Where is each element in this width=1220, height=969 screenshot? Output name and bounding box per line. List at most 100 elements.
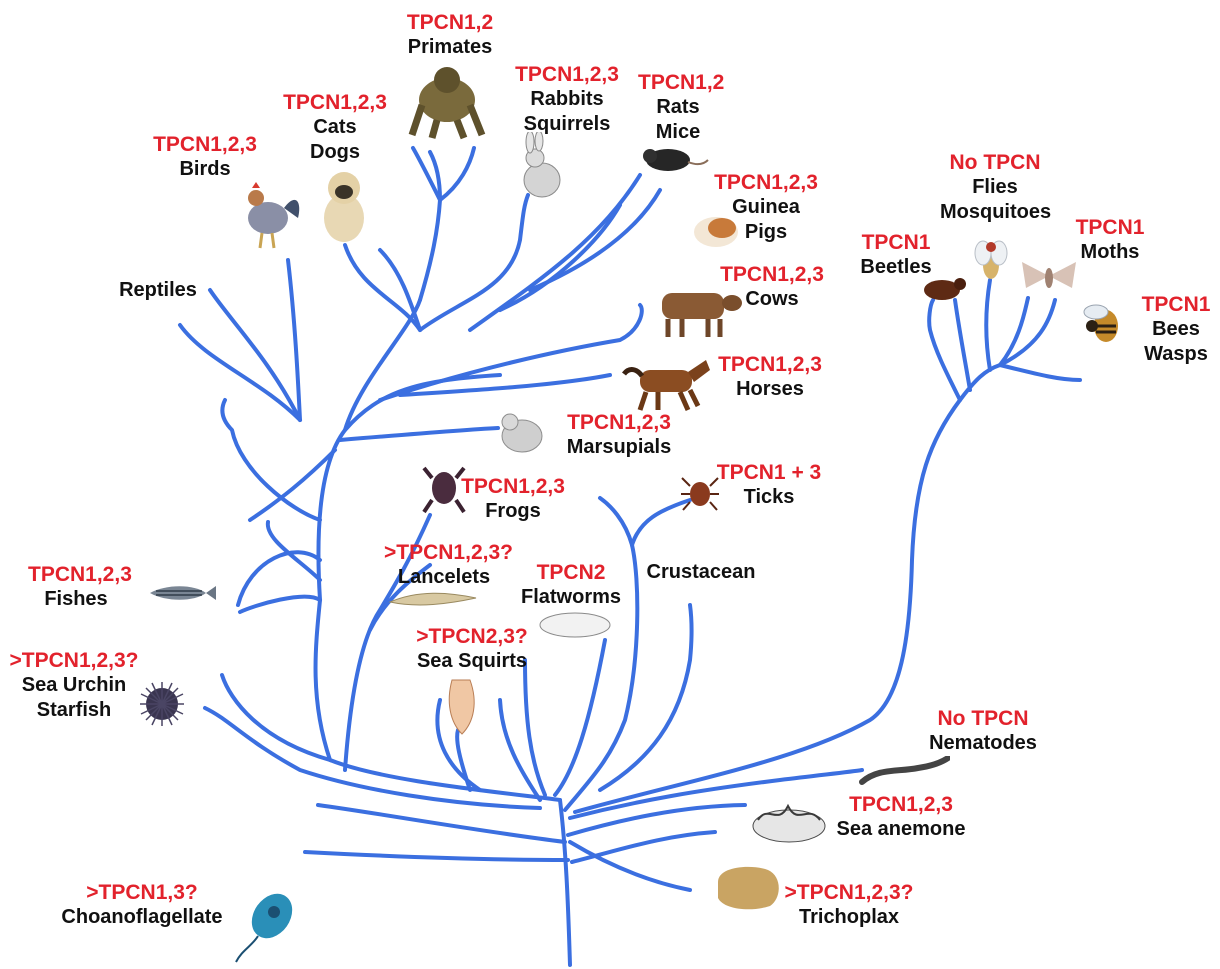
- branch-dogs: [380, 250, 420, 330]
- taxon-label-guinea: TPCN1,2,3 Guinea Pigs: [706, 170, 826, 245]
- tpcn-label: TPCN1,2,3: [507, 62, 627, 87]
- tpcn-label: TPCN1,2: [638, 70, 718, 95]
- branch-euarch: [420, 195, 528, 330]
- tpcn-label: TPCN1,2,3: [826, 792, 976, 817]
- sea-squirt-icon: [440, 672, 484, 738]
- taxon-name: Trichoplax: [774, 905, 924, 930]
- tpcn-label: TPCN1,2,3: [556, 410, 682, 435]
- tpcn-label: >TPCN1,3?: [46, 880, 238, 905]
- taxon-name: Rats: [638, 95, 718, 120]
- taxon-label-trichoplax: >TPCN1,2,3? Trichoplax: [774, 880, 924, 930]
- taxon-name: Sea Squirts: [410, 649, 534, 674]
- taxon-label-urchin: >TPCN1,2,3? Sea Urchin Starfish: [6, 648, 142, 723]
- taxon-label-ticks: TPCN1 + 3 Ticks: [716, 460, 822, 510]
- taxon-name: Rabbits: [507, 87, 627, 112]
- branch-wasps: [1000, 365, 1080, 380]
- rooster-icon: [240, 178, 304, 250]
- branch-reptiles-a: [180, 325, 300, 420]
- branch-crustacean: [600, 605, 692, 790]
- chimpanzee-icon: [402, 60, 492, 140]
- taxon-name: Fishes: [28, 587, 124, 612]
- branch-marsupials: [340, 428, 498, 440]
- tree-trunk: [560, 800, 570, 965]
- taxon-label-reptiles: Reptiles: [108, 278, 208, 303]
- taxon-label-fishes: TPCN1,2,3 Fishes: [28, 562, 124, 612]
- flatworm-icon: [538, 610, 612, 640]
- tpcn-label: TPCN1: [852, 230, 940, 255]
- taxon-name: Sea Urchin: [6, 673, 142, 698]
- taxon-label-birds: TPCN1,2,3 Birds: [150, 132, 260, 182]
- sea-anemone-icon: [748, 796, 830, 846]
- taxon-name: Starfish: [6, 698, 142, 723]
- branch-fishes: [240, 597, 320, 612]
- taxon-name: Flies: [940, 175, 1050, 200]
- taxon-name: Moths: [1068, 240, 1152, 265]
- branch-birds: [288, 260, 300, 420]
- taxon-label-bees: TPCN1 Bees Wasps: [1134, 292, 1218, 367]
- pug-icon: [318, 168, 370, 246]
- tpcn-label: TPCN1,2,3: [280, 90, 390, 115]
- taxon-name: Frogs: [454, 499, 572, 524]
- taxon-label-lancelets: >TPCN1,2,3? Lancelets: [384, 540, 504, 590]
- tpcn-label: TPCN1,2,3: [710, 352, 830, 377]
- branch-primates: [420, 200, 440, 300]
- branch-flies: [986, 280, 990, 370]
- tpcn-label: >TPCN1,2,3?: [6, 648, 142, 673]
- fly-icon: [973, 235, 1009, 285]
- nematode-icon: [858, 756, 950, 786]
- taxon-label-primates: TPCN1,2 Primates: [395, 10, 505, 60]
- branch-choanoflagellate: [305, 852, 568, 860]
- taxon-name: Sea anemone: [826, 817, 976, 842]
- taxon-label-beetles: TPCN1 Beetles: [852, 230, 940, 280]
- branch-flatworms-b: [500, 700, 540, 800]
- taxon-name: Wasps: [1134, 342, 1218, 367]
- taxon-name: Choanoflagellate: [46, 905, 238, 930]
- taxon-name: Lancelets: [384, 565, 504, 590]
- taxon-name: Reptiles: [108, 278, 208, 303]
- taxon-label-cows: TPCN1,2,3 Cows: [712, 262, 832, 312]
- taxon-label-frogs: TPCN1,2,3 Frogs: [454, 474, 572, 524]
- branch-basal-left: [318, 805, 565, 842]
- taxon-label-moths: TPCN1 Moths: [1068, 215, 1152, 265]
- tpcn-label: TPCN1,2: [395, 10, 505, 35]
- taxon-name: Mosquitoes: [940, 200, 1050, 225]
- taxon-label-rabbits: TPCN1,2,3 Rabbits Squirrels: [507, 62, 627, 137]
- branch-anemone: [568, 805, 745, 835]
- taxon-name: Mice: [638, 120, 718, 145]
- taxon-name: Crustacean: [636, 560, 766, 585]
- taxon-label-flies: No TPCN Flies Mosquitoes: [940, 150, 1050, 225]
- taxon-label-crustacean: Crustacean: [636, 560, 766, 585]
- taxon-name: Dogs: [280, 140, 390, 165]
- taxon-label-choano: >TPCN1,3? Choanoflagellate: [46, 880, 238, 930]
- tpcn-label: TPCN2: [510, 560, 632, 585]
- choanoflagellate-icon: [232, 880, 296, 964]
- tpcn-label: TPCN1,2,3: [28, 562, 124, 587]
- tpcn-label: No TPCN: [918, 706, 1048, 731]
- taxon-name: Birds: [150, 157, 260, 182]
- rat-icon: [638, 140, 710, 176]
- tpcn-label: TPCN1: [1134, 292, 1218, 317]
- taxon-label-marsupials: TPCN1,2,3 Marsupials: [556, 410, 682, 460]
- branch-amniote: [345, 300, 420, 430]
- taxon-label-horses: TPCN1,2,3 Horses: [710, 352, 830, 402]
- rabbit-icon: [515, 132, 565, 200]
- taxon-name: Nematodes: [918, 731, 1048, 756]
- taxon-name: Squirrels: [507, 112, 627, 137]
- tpcn-label: TPCN1,2,3: [454, 474, 572, 499]
- branch-cats: [345, 245, 420, 330]
- branch-flatworms: [525, 660, 545, 795]
- tpcn-label: TPCN1,2,3: [150, 132, 260, 157]
- tpcn-label: >TPCN1,2,3?: [384, 540, 504, 565]
- taxon-label-rats: TPCN1,2 Rats Mice: [638, 70, 718, 145]
- taxon-name: Flatworms: [510, 585, 632, 610]
- tpcn-label: TPCN1: [1068, 215, 1152, 240]
- sea-urchin-icon: [138, 680, 186, 728]
- taxon-name: Ticks: [716, 485, 822, 510]
- tpcn-label: No TPCN: [940, 150, 1050, 175]
- taxon-name: Guinea: [706, 195, 826, 220]
- taxon-name: Pigs: [706, 220, 826, 245]
- taxon-label-flatworms: TPCN2 Flatworms: [510, 560, 632, 610]
- taxon-name: Primates: [395, 35, 505, 60]
- taxon-name: Horses: [710, 377, 830, 402]
